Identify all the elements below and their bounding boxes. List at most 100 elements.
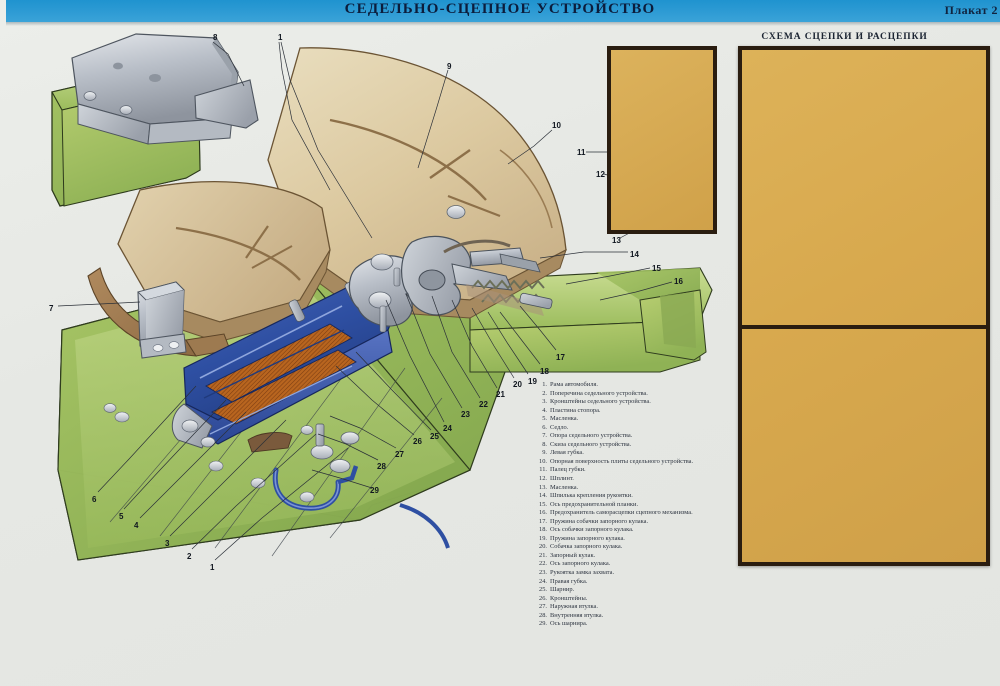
legend-item: 29.Ось шарнира. <box>534 620 739 629</box>
right-panel-title: СХЕМА СЦЕПКИ И РАСЦЕПКИ <box>761 32 928 42</box>
callout-21: 21 <box>496 390 505 399</box>
callout-24: 24 <box>443 424 452 433</box>
legend-item-number: 22. <box>539 560 547 568</box>
callout-1: 1 <box>278 33 283 42</box>
legend-item-label: Ось запорного кулака. <box>550 560 611 568</box>
legend-item-label: Правая губка. <box>550 577 588 585</box>
callout-10: 10 <box>552 121 561 130</box>
legend-item-label: Кронштейны седельного устройства. <box>550 398 651 406</box>
bracket-top-left <box>71 33 259 145</box>
header-bar <box>6 0 1000 22</box>
legend-item: 10.Опорная поверхность плиты седельного … <box>534 458 739 467</box>
callout-17: 17 <box>556 353 565 362</box>
callout-4: 4 <box>134 521 139 530</box>
legend-item-number: 8. <box>542 440 547 448</box>
legend-item: 27.Наружная втулка. <box>534 603 739 612</box>
coupling-housing-blue <box>171 281 450 549</box>
callout-26: 26 <box>413 437 422 446</box>
callout-9: 9 <box>447 62 452 71</box>
legend-item-label: Седло. <box>550 423 569 431</box>
legend-item: 9.Левая губка. <box>534 449 739 458</box>
legend-item-number: 16. <box>539 509 547 517</box>
callout-28: 28 <box>377 462 386 471</box>
legend-item: 4.Пластина стопора. <box>534 407 739 416</box>
legend-item-number: 13. <box>539 483 547 491</box>
legend-item: 19.Пружина запорного кулака. <box>534 535 739 544</box>
right-panel-inner <box>742 50 986 562</box>
legend-item-label: Кронштейны. <box>550 594 588 602</box>
callout-19: 19 <box>528 377 537 386</box>
legend-item: 13.Масленка. <box>534 484 739 493</box>
callout-16: 16 <box>674 277 683 286</box>
legend-item-number: 9. <box>542 449 547 457</box>
legend-item: 22.Ось запорного кулака. <box>534 560 739 569</box>
legend-item-label: Наружная втулка. <box>550 603 598 611</box>
legend-item: 5.Масленка. <box>534 415 739 424</box>
callout-25: 25 <box>430 432 439 441</box>
callout-7: 7 <box>49 304 54 313</box>
legend-item-label: Собачка запорного кулака. <box>550 543 623 551</box>
legend-item-label: Запорный кулак. <box>550 551 596 559</box>
legend-item-label: Масленка. <box>550 415 579 423</box>
inset-inner <box>611 50 713 230</box>
legend-item-label: Масленка. <box>550 483 579 491</box>
legend-list: 1.Рама автомобиля.2.Поперечина седельног… <box>534 381 739 629</box>
pivot-parts-detail <box>247 423 360 473</box>
legend-item-number: 25. <box>539 586 547 594</box>
legend-item-label: Рама автомобиля. <box>550 381 598 388</box>
legend-item-number: 12. <box>539 475 547 483</box>
callout-5: 5 <box>119 512 124 521</box>
legend-item-label: Пружина запорного кулака. <box>550 534 625 542</box>
legend-item-label: Пружина собачки запорного кулака. <box>550 517 649 525</box>
saddle-plate <box>87 47 567 357</box>
legend-item: 28.Внутренняя втулка. <box>534 612 739 621</box>
legend-item-label: Опорная поверхность плиты седельного уст… <box>550 457 694 465</box>
callout-22: 22 <box>479 400 488 409</box>
legend-item-label: Палец губки. <box>550 466 586 474</box>
callout-8: 8 <box>213 33 218 42</box>
right-panel-divider <box>742 325 986 329</box>
legend-item-number: 26. <box>539 594 547 602</box>
legend-item: 24.Правая губка. <box>534 578 739 587</box>
legend-item-number: 14. <box>539 492 547 500</box>
legend-item-number: 17. <box>539 517 547 525</box>
frame-bolts <box>103 403 315 503</box>
legend-item: 11.Палец губки. <box>534 466 739 475</box>
plakat-number: Плакат 2 <box>944 3 998 17</box>
callout-23: 23 <box>461 410 470 419</box>
legend-item-number: 24. <box>539 577 547 585</box>
legend-item-label: Рукоятка замка захвата. <box>550 569 615 577</box>
legend-item-number: 19. <box>539 534 547 542</box>
legend-item: 1.Рама автомобиля. <box>534 381 739 390</box>
legend-item: 26.Кронштейны. <box>534 595 739 604</box>
legend-item-label: Скиза седельного устройства. <box>550 440 632 448</box>
header-shadow <box>6 22 1000 26</box>
callout-15: 15 <box>652 264 661 273</box>
callout-1: 1 <box>210 563 215 572</box>
legend-item-number: 1. <box>542 381 547 388</box>
legend-item-label: Ось шарнира. <box>550 620 588 628</box>
legend-item: 8.Скиза седельного устройства. <box>534 441 739 450</box>
legend-item-number: 28. <box>539 611 547 619</box>
legend-item: 16.Предохранитель саморасцепки сцепного … <box>534 509 739 518</box>
legend-item: 25.Шарнир. <box>534 586 739 595</box>
legend-item-number: 15. <box>539 500 547 508</box>
support-bracket-7 <box>137 281 187 359</box>
legend-item-number: 20. <box>539 543 547 551</box>
legend-item-number: 21. <box>539 551 547 559</box>
legend-item: 18.Ось собачки запорного кулака. <box>534 526 739 535</box>
legend-item-label: Предохранитель саморасцепки сцепного мех… <box>550 509 693 517</box>
legend-item-label: Шарнир. <box>550 586 575 594</box>
legend-item-number: 3. <box>542 398 547 406</box>
legend-item-label: Ось предохранительной планки. <box>550 500 639 508</box>
callout-11: 11 <box>577 148 586 157</box>
legend-item: 3.Кронштейны седельного устройства. <box>534 398 739 407</box>
legend-item-label: Опора седельного устройства. <box>550 432 633 440</box>
callout-20: 20 <box>513 380 522 389</box>
callout-14: 14 <box>630 250 639 259</box>
legend-item-number: 29. <box>539 620 547 628</box>
legend-item-label: Ось собачки запорного кулака. <box>550 526 634 534</box>
legend-item-number: 6. <box>542 423 547 431</box>
legend-item-number: 2. <box>542 389 547 397</box>
